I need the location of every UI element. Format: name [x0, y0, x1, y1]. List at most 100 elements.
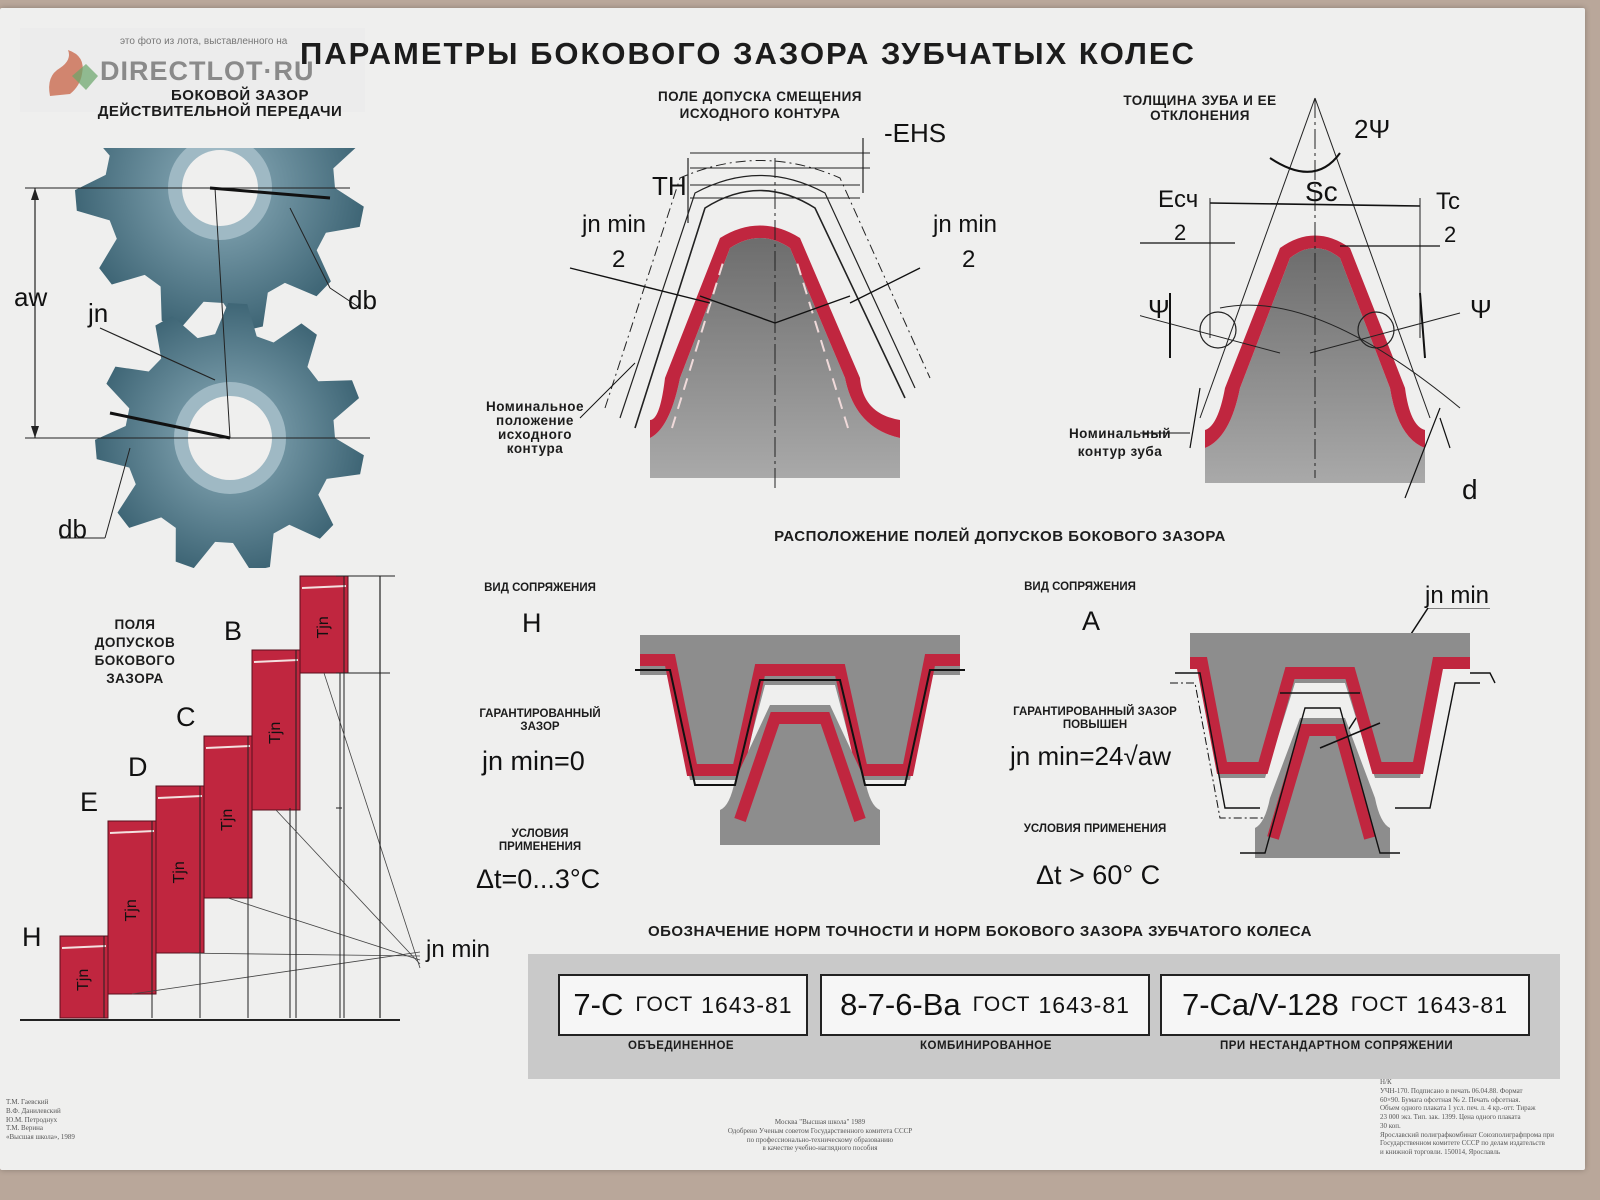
mating-a-jn-min-label: jn min — [1425, 582, 1490, 609]
psi-right-label: Ψ — [1470, 294, 1492, 324]
category-label-B: B — [224, 616, 242, 646]
th-label: TH — [652, 171, 687, 201]
category-label-C: C — [176, 702, 196, 732]
aw-label: aw — [14, 282, 48, 312]
mating-a-formula: jn min=24√aw — [1010, 741, 1171, 771]
poster-title: ПАРАМЕТРЫ БОКОВОГО ЗАЗОРА ЗУБЧАТЫХ КОЛЕС — [300, 36, 1196, 71]
mating-h-conditions-2: ПРИМЕНЕНИЯ — [498, 841, 582, 853]
nominal-tooth-line-1: Номинальный — [1068, 426, 1172, 441]
gear-mesh-diagram — [25, 148, 370, 568]
nominal-line-2: положение — [496, 413, 574, 428]
fields-heading: РАСПОЛОЖЕНИЕ ПОЛЕЙ ДОПУСКОВ БОКОВОГО ЗАЗ… — [774, 528, 1226, 545]
tolerance-bar-C — [203, 735, 253, 899]
esch-label: Eсч — [1158, 186, 1199, 213]
category-label-H: H — [22, 922, 42, 952]
tolerance-bar-E — [107, 820, 157, 995]
designation-num-1: 1643-81 — [701, 991, 793, 1018]
designation-caption-1: ОБЪЕДИНЕННОЕ — [628, 1040, 735, 1052]
designation-heading: ОБОЗНАЧЕНИЕ НОРМ ТОЧНОСТИ И НОРМ БОКОВОГ… — [647, 923, 1312, 940]
designation-gost-3: ГОСТ — [1350, 993, 1409, 1016]
db-label-top: db — [348, 285, 377, 315]
psi-left-label: Ψ — [1148, 294, 1170, 324]
category-label-D: D — [128, 752, 148, 782]
chart-title-1: ПОЛЯ — [114, 617, 156, 632]
tolerance-bar-A — [299, 575, 349, 674]
tjn-label-H: Tjn — [75, 969, 92, 991]
mating-a-guaranteed-2: ПОВЫШЕН — [1062, 719, 1128, 731]
tjn-label-C: Tjn — [219, 809, 236, 831]
tolerance-bar-B — [251, 649, 301, 811]
mating-h-formula: jn min=0 — [482, 746, 585, 776]
mating-a-delta: Δt > 60° C — [1036, 860, 1161, 890]
gear-heading-1: БОКОВОЙ ЗАЗОР — [171, 87, 309, 104]
jn-min-left-label: jn min — [582, 211, 647, 238]
esch-two-label: 2 — [1174, 220, 1187, 245]
offset-heading-2: ИСХОДНОГО КОНТУРА — [679, 106, 841, 121]
mating-h-kind-label: ВИД СОПРЯЖЕНИЯ — [484, 582, 596, 594]
d-label: d — [1462, 474, 1478, 505]
2psi-label: 2Ψ — [1354, 114, 1391, 144]
footer-right: Н/К УЧН-170. Подписано в печать 06.04.88… — [1380, 1078, 1555, 1156]
two-right-label: 2 — [962, 246, 976, 273]
footer-center: Москва "Высшая школа" 1989 Одобрено Учен… — [727, 1118, 913, 1153]
tc-two-label: 2 — [1444, 222, 1457, 247]
tjn-label-B: Tjn — [267, 722, 284, 744]
designation-box-nonstandard: 7-Ca/V-128 ГОСТ 1643-81 — [1160, 974, 1530, 1036]
sc-label: Sc — [1305, 176, 1338, 207]
chart-title-4: ЗАЗОРА — [106, 671, 164, 686]
tc-label: Tc — [1436, 188, 1460, 215]
db-label-bottom: db — [58, 514, 87, 544]
mating-h-delta: Δt=0...3°C — [476, 864, 601, 894]
nominal-line-3: исходного — [497, 427, 573, 442]
nominal-line-4: контура — [506, 441, 564, 456]
mating-a-kind-label: ВИД СОПРЯЖЕНИЯ — [1024, 581, 1136, 593]
two-left-label: 2 — [612, 246, 626, 273]
designation-box-combined: 7-C ГОСТ 1643-81 — [558, 974, 808, 1036]
designation-code-1: 7-C — [573, 987, 624, 1022]
mating-h-guaranteed-1: ГАРАНТИРОВАННЫЙ — [479, 708, 601, 720]
offset-heading-1: ПОЛЕ ДОПУСКА СМЕЩЕНИЯ — [657, 89, 863, 104]
ehs-label: -EHS — [884, 118, 947, 148]
mating-a-guaranteed-1: ГАРАНТИРОВАННЫЙ ЗАЗОР — [1013, 706, 1177, 718]
mating-h-conditions-1: УСЛОВИЯ — [511, 828, 569, 840]
mating-a-kind: A — [1082, 606, 1101, 636]
designation-box-combination: 8-7-6-Ba ГОСТ 1643-81 — [820, 974, 1150, 1036]
watermark-note: это фото из лота, выставленного на — [120, 36, 288, 47]
nominal-line-1: Номинальное — [485, 399, 585, 414]
tjn-label-E: Tjn — [123, 899, 140, 921]
offset-profile-diagram — [569, 138, 931, 488]
category-label-E: E — [80, 787, 98, 817]
jn-min-right-label: jn min — [933, 211, 998, 238]
watermark-logo: DIRECTLOT·RU — [100, 56, 315, 86]
tooth-thickness-diagram — [1140, 97, 1461, 499]
category-label-A: A — [272, 568, 290, 572]
designation-caption-2: КОМБИНИРОВАННОЕ — [920, 1040, 1052, 1052]
chart-title-3: БОКОВОГО — [94, 653, 176, 668]
thickness-heading-1: ТОЛЩИНА ЗУБА И ЕЕ — [1123, 93, 1277, 108]
tolerance-fields-chart: HTjnETjnDTjnCTjnBTjnATjn — [20, 568, 421, 1021]
mating-a-profile — [1170, 608, 1496, 858]
tjn-label-A: Tjn — [315, 616, 332, 638]
chart-title-2: ДОПУСКОВ — [94, 635, 176, 650]
nominal-tooth-line-2: контур зуба — [1077, 444, 1163, 459]
designation-gost-1: ГОСТ — [635, 993, 694, 1016]
designation-num-2: 1643-81 — [1038, 991, 1130, 1018]
designation-caption-3: ПРИ НЕСТАНДАРТНОМ СОПРЯЖЕНИИ — [1220, 1040, 1454, 1052]
poster: это фото из лота, выставленного на DIREC… — [0, 8, 1585, 1170]
mating-h-profile — [635, 635, 965, 845]
mating-h-kind: H — [522, 608, 542, 638]
tjn-label-D: Tjn — [171, 861, 188, 883]
jn-label: jn — [88, 298, 109, 328]
gear-heading-2: ДЕЙСТВИТЕЛЬНОЙ ПЕРЕДАЧИ — [97, 103, 343, 120]
designation-gost-2: ГОСТ — [972, 993, 1031, 1016]
mating-a-conditions: УСЛОВИЯ ПРИМЕНЕНИЯ — [1023, 823, 1167, 835]
designation-code-2: 8-7-6-Ba — [840, 987, 961, 1022]
watermark: это фото из лота, выставленного на DIREC… — [20, 28, 365, 112]
mating-h-guaranteed-2: ЗАЗОР — [520, 721, 560, 733]
tolerance-bar-D — [155, 785, 205, 954]
thickness-heading-2: ОТКЛОНЕНИЯ — [1150, 108, 1250, 123]
designation-num-3: 1643-81 — [1416, 991, 1509, 1018]
footer-left: Т.М. Гаевский В.Ф. Данилевский Ю.М. Петр… — [6, 1098, 75, 1141]
squirrel-logo-icon — [49, 50, 98, 96]
designation-code-3: 7-Ca/V-128 — [1181, 987, 1339, 1022]
